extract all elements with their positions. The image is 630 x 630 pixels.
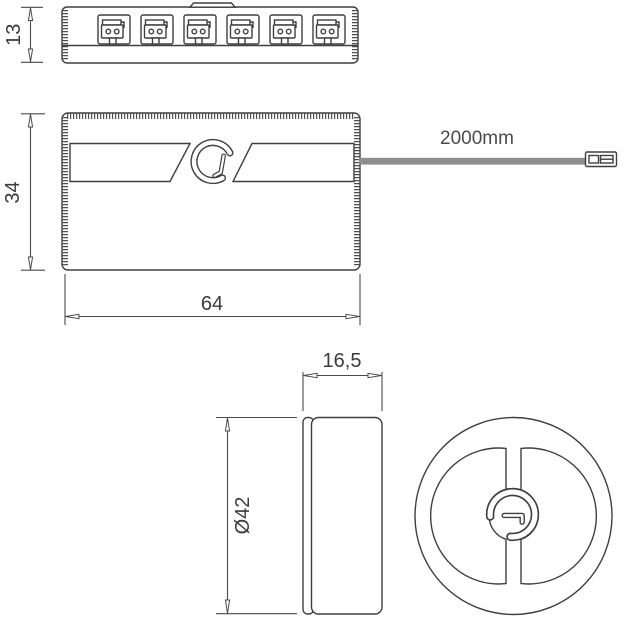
arrow-down-icon	[27, 256, 34, 270]
connector-port	[226, 14, 260, 45]
front-view-body	[61, 112, 361, 271]
connector-port	[140, 14, 174, 45]
top-view: 13	[3, 2, 359, 64]
dim-label-diameter-42: Ø42	[232, 497, 254, 535]
side-view-diameter-dimension: Ø42	[216, 416, 297, 615]
arrow-up-icon	[27, 114, 34, 128]
cable-plug-icon	[584, 151, 618, 168]
arrow-right-icon	[367, 372, 382, 379]
mount-tab	[188, 2, 237, 8]
front-view: 34 2000mm	[2, 112, 618, 325]
cable-length-label: 2000mm	[440, 128, 514, 149]
arrow-left-icon	[303, 372, 318, 379]
front-view-width-dimension: 64	[64, 274, 361, 325]
side-view-body	[302, 416, 383, 615]
round-view	[414, 416, 613, 616]
side-view-depth-dimension: 16,5	[302, 350, 383, 411]
connector-port	[269, 14, 303, 45]
label-band-right	[231, 142, 355, 183]
cable-wire	[359, 157, 589, 165]
connector-port	[97, 14, 131, 45]
dim-label-16-5: 16,5	[323, 350, 362, 372]
arrow-right-icon	[345, 313, 360, 320]
arrow-up-icon	[27, 7, 34, 21]
dim-label-64: 64	[201, 293, 223, 315]
label-band-left	[69, 142, 192, 183]
dim-label-34: 34	[2, 181, 24, 203]
front-view-height-dimension: 34	[2, 113, 45, 271]
arrow-up-icon	[224, 418, 231, 432]
top-view-body	[61, 2, 359, 64]
top-view-height-dimension: 13	[3, 6, 43, 63]
arrow-down-icon	[27, 48, 34, 62]
cable: 2000mm	[359, 128, 618, 168]
arrow-left-icon	[65, 313, 80, 320]
side-view: 16,5 Ø42	[216, 350, 383, 615]
arrow-down-icon	[224, 599, 231, 614]
connector-port	[183, 14, 217, 45]
dim-label-13: 13	[3, 24, 25, 46]
connector-port	[312, 14, 346, 45]
brand-logo-icon	[190, 138, 234, 185]
